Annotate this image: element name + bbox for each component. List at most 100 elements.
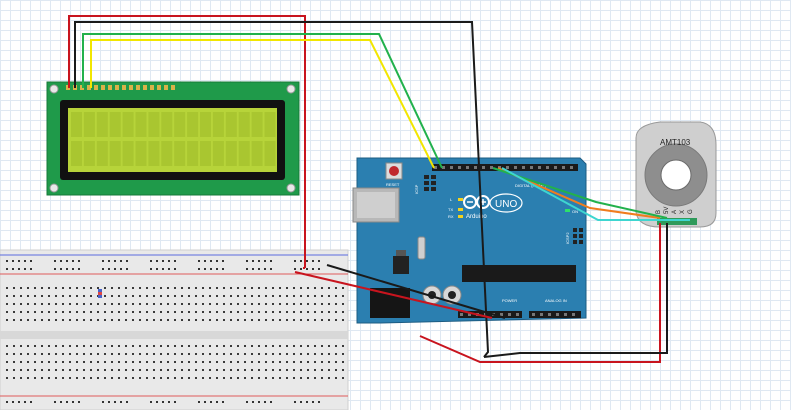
breadboard-hole [76, 311, 78, 313]
breadboard-hole [258, 345, 260, 347]
breadboard-hole [286, 377, 288, 379]
breadboard-hole [34, 353, 36, 355]
rail-hole [18, 268, 20, 270]
icsp-pin [424, 181, 429, 185]
breadboard-hole [97, 287, 99, 289]
breadboard-hole [20, 287, 22, 289]
encoder-name: AMT103 [660, 138, 691, 147]
breadboard-hole [307, 353, 309, 355]
breadboard-hole [293, 353, 295, 355]
breadboard-hole [111, 345, 113, 347]
breadboard-hole [216, 287, 218, 289]
rail-hole [66, 401, 68, 403]
breadboard-hole [335, 319, 337, 321]
power-label: POWER [502, 298, 517, 303]
power-pin [460, 313, 463, 316]
rail-hole [306, 260, 308, 262]
breadboard-hole [167, 361, 169, 363]
breadboard-hole [62, 377, 64, 379]
lcd-cell [109, 112, 121, 137]
breadboard-hole [230, 319, 232, 321]
breadboard-hole [69, 345, 71, 347]
encoder-pin-label: B [656, 210, 662, 214]
breadboard-hole [195, 319, 197, 321]
reset-button-cap [389, 166, 399, 176]
breadboard-hole [146, 287, 148, 289]
breadboard-hole [272, 311, 274, 313]
breadboard-hole [314, 361, 316, 363]
breadboard-hole [83, 369, 85, 371]
breadboard-hole [265, 287, 267, 289]
breadboard-hole [195, 377, 197, 379]
breadboard-hole [195, 311, 197, 313]
rail-hole [300, 260, 302, 262]
breadboard-hole [13, 295, 15, 297]
breadboard-hole [223, 361, 225, 363]
breadboard-hole [342, 345, 344, 347]
breadboard-hole [104, 345, 106, 347]
icsp-pin [431, 187, 436, 191]
breadboard-hole [104, 287, 106, 289]
analog-pin [572, 313, 575, 316]
rail-hole [216, 401, 218, 403]
breadboard-hole [174, 345, 176, 347]
breadboard-hole [55, 311, 57, 313]
rail-hole [150, 260, 152, 262]
breadboard-hole [97, 369, 99, 371]
capacitor-top [448, 291, 456, 299]
lcd-cell [251, 112, 263, 137]
breadboard-hole [272, 287, 274, 289]
breadboard-hole [258, 319, 260, 321]
breadboard-hole [167, 295, 169, 297]
breadboard-hole [272, 369, 274, 371]
breadboard-hole [132, 295, 134, 297]
rail-hole [162, 268, 164, 270]
breadboard-hole [104, 361, 106, 363]
breadboard-hole [293, 311, 295, 313]
breadboard-hole [230, 303, 232, 305]
breadboard-hole [251, 369, 253, 371]
breadboard-hole [202, 353, 204, 355]
breadboard-hole [244, 353, 246, 355]
digital-pin [498, 166, 501, 169]
tx-led-label: TX [448, 207, 453, 212]
rail-hole [102, 401, 104, 403]
rail-hole [156, 401, 158, 403]
breadboard-hole [20, 377, 22, 379]
breadboard-hole [118, 287, 120, 289]
rail-hole [60, 401, 62, 403]
l-led-label: L [450, 197, 453, 202]
breadboard-hole [300, 319, 302, 321]
l-led [458, 198, 463, 201]
rail-hole [204, 401, 206, 403]
wire-cyan-encoder-x [501, 167, 690, 221]
breadboard-hole [258, 287, 260, 289]
breadboard-hole [188, 353, 190, 355]
breadboard-hole [6, 377, 8, 379]
breadboard-hole [83, 287, 85, 289]
icsp-header [424, 175, 436, 191]
breadboard-hole [286, 353, 288, 355]
breadboard-hole [132, 377, 134, 379]
breadboard-hole [69, 361, 71, 363]
rail-hole [102, 260, 104, 262]
breadboard-hole [111, 353, 113, 355]
lcd-cell [200, 141, 211, 166]
breadboard-hole [188, 303, 190, 305]
breadboard-hole [111, 311, 113, 313]
breadboard-hole [55, 303, 57, 305]
breadboard-hole [195, 353, 197, 355]
breadboard-hole [160, 311, 162, 313]
rail-hole [102, 268, 104, 270]
breadboard-hole [139, 361, 141, 363]
icsp2-pin [579, 240, 583, 244]
breadboard-hole [279, 345, 281, 347]
lcd-module [46, 81, 300, 196]
breadboard-hole [181, 295, 183, 297]
breadboard-hole [69, 311, 71, 313]
breadboard-hole [244, 369, 246, 371]
breadboard-hole [300, 369, 302, 371]
breadboard-hole [97, 319, 99, 321]
breadboard-hole [258, 303, 260, 305]
lcd-cell [212, 141, 224, 166]
